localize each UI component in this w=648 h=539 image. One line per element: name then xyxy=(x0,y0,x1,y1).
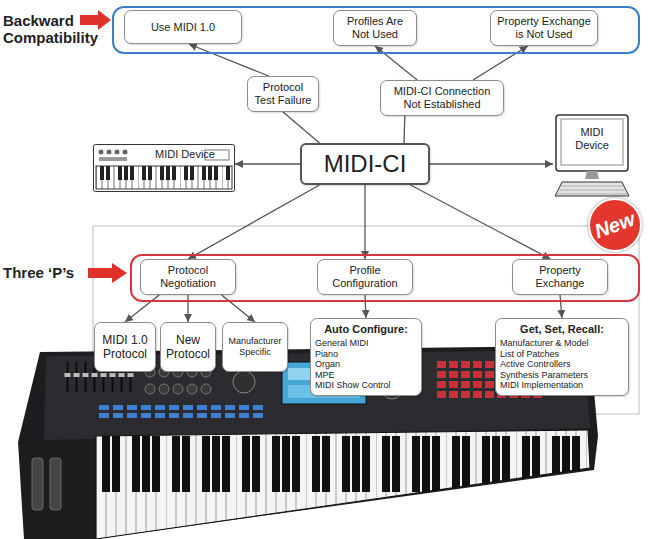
connector-arrow xyxy=(125,295,159,322)
list-item: Organ xyxy=(315,359,417,370)
synth-knob xyxy=(187,384,197,394)
connector-arrow xyxy=(364,185,365,259)
list-item: MIDI Implementation xyxy=(500,380,624,391)
list-item: Active Controllers xyxy=(500,359,624,370)
connector-arrow xyxy=(430,163,553,164)
outcome-box: Profiles Are Not Used xyxy=(333,10,417,46)
protocol-box: Manufacturer Specific xyxy=(222,322,288,372)
midi-device: MIDI Device xyxy=(553,114,631,198)
synth-knob xyxy=(145,384,155,394)
list-item: MIDI Show Control xyxy=(315,380,417,391)
pointer-arrow xyxy=(88,263,127,283)
condition-box: MIDI-CI Connection Not Established xyxy=(380,80,504,116)
outcome-box: Use MIDI 1.0 xyxy=(124,10,242,44)
pointer-arrow xyxy=(80,10,111,30)
outcome-box: Property Exchange is Not Used xyxy=(490,10,598,46)
midi-ci-hub: MIDI-CI xyxy=(300,143,430,185)
node-label: Manufacturer Specific xyxy=(227,336,283,358)
connector-arrow xyxy=(403,116,405,143)
connector-arrow xyxy=(188,185,320,259)
protocol-box: New Protocol xyxy=(160,322,216,372)
node-label: Profile Configuration xyxy=(322,264,408,290)
connector-arrow xyxy=(189,44,269,76)
mod-wheel xyxy=(50,458,61,510)
feature-box: Property Exchange xyxy=(512,259,608,295)
connector-arrow xyxy=(283,112,320,143)
list-item: Manufacturer & Model xyxy=(500,338,624,349)
node-label: New Protocol xyxy=(165,333,211,361)
connector-arrow xyxy=(187,295,188,322)
feature-box: Profile Configuration xyxy=(317,259,413,295)
synth-buttons xyxy=(98,404,266,420)
list-item: General MIDI xyxy=(315,338,417,349)
list-item: List of Patches xyxy=(500,349,624,360)
node-label: MIDI-CI xyxy=(324,150,407,178)
property-list-box: Get, Set, Recall: Manufacturer & ModelLis… xyxy=(495,318,629,396)
new-badge: New xyxy=(588,198,642,252)
list-item: Synthesis Parameters xyxy=(500,370,624,381)
synth-dial xyxy=(233,371,255,393)
list-item: MPE xyxy=(315,370,417,381)
feature-box: Protocol Negotiation xyxy=(140,259,236,295)
synth-knob xyxy=(201,384,211,394)
section-frame xyxy=(93,226,639,414)
connector-arrow xyxy=(473,46,528,80)
node-label: Protocol Test Failure xyxy=(252,81,314,107)
connector-arrow xyxy=(365,295,366,318)
node-label: Profiles Are Not Used xyxy=(338,15,412,41)
list-heading: Auto Configure: xyxy=(324,323,408,336)
band-heading: Backward Compatibility xyxy=(3,12,103,46)
node-label: MIDI Device xyxy=(135,148,235,161)
midi-device: MIDI Device xyxy=(93,144,235,192)
synth-knob xyxy=(173,384,183,394)
node-label: MIDI-CI Connection Not Established xyxy=(385,85,499,111)
node-label: Property Exchange is Not Used xyxy=(495,15,593,41)
three-ps-band: Three ‘P’sProtocol NegotiationProfile Co… xyxy=(130,254,640,302)
node-label: New xyxy=(592,208,638,243)
synth-knob xyxy=(159,384,169,394)
node-label: Protocol Negotiation xyxy=(145,264,231,290)
band-heading: Three ‘P’s xyxy=(3,264,85,281)
connector-arrow xyxy=(222,295,255,322)
pitch-wheel xyxy=(32,458,43,510)
connector-arrow xyxy=(560,295,562,318)
profile-list-box: Auto Configure: General MIDIPianoOrganMPE… xyxy=(310,318,422,396)
condition-box: Protocol Test Failure xyxy=(247,76,319,112)
node-label: Property Exchange xyxy=(517,264,603,290)
compat-band: Backward CompatibilityUse MIDI 1.0Profil… xyxy=(112,6,640,54)
protocol-box: MIDI 1.0 Protocol xyxy=(94,322,156,372)
connector-arrow xyxy=(235,163,300,164)
synth-keys xyxy=(96,430,590,539)
list-item: Piano xyxy=(315,349,417,360)
node-label: MIDI 1.0 Protocol xyxy=(99,333,151,361)
connector-arrow xyxy=(375,46,417,80)
node-label: Use MIDI 1.0 xyxy=(151,21,215,34)
list-heading: Get, Set, Recall: xyxy=(520,323,604,336)
connector-arrow xyxy=(411,185,551,259)
node-label: MIDI Device xyxy=(570,126,614,152)
